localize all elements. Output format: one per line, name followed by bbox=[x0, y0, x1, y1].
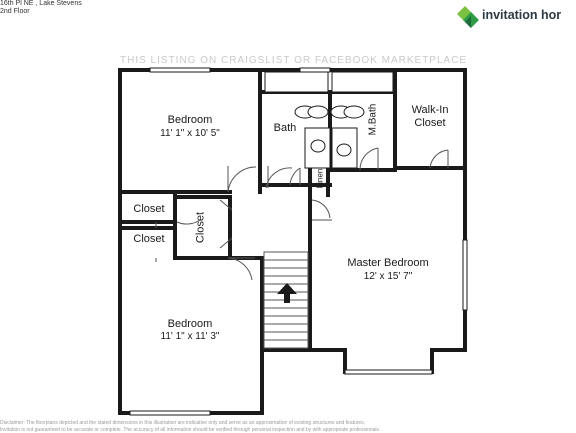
door-swing bbox=[311, 199, 331, 219]
watermark-text: THIS LISTING ON CRAIGSLIST OR FACEBOOK M… bbox=[120, 55, 468, 66]
door-swing bbox=[265, 167, 293, 189]
window bbox=[149, 67, 211, 73]
sink bbox=[336, 143, 352, 157]
door-swing bbox=[359, 147, 379, 171]
door-leaf bbox=[219, 237, 233, 249]
room-name-closet: Closet bbox=[133, 203, 165, 215]
window bbox=[344, 369, 433, 375]
disclaimer-line: Disclaimer: The floorplans depicted and … bbox=[0, 420, 366, 426]
room-dims-bedroom: 11' 1" x 10' 5" bbox=[160, 128, 220, 139]
door-swing bbox=[227, 166, 257, 193]
room-name-walkin-closet: Walk-In Closet bbox=[411, 104, 449, 129]
up-arrow-icon bbox=[277, 283, 297, 303]
window bbox=[129, 410, 211, 416]
room-dims-bedroom: 11' 1" x 11' 3" bbox=[160, 331, 220, 342]
address-text: 16th Pl NE , Lake Stevens bbox=[0, 0, 82, 7]
toilet bbox=[343, 105, 365, 119]
company-logo: invitation hor bbox=[455, 5, 576, 29]
logo-text: invitation hor bbox=[482, 8, 562, 22]
door-swing bbox=[289, 167, 301, 186]
door-leaf bbox=[219, 199, 233, 211]
green-diamond-logo-icon bbox=[457, 6, 479, 28]
bathtub bbox=[264, 71, 329, 93]
disclaimer-line: Invitation is not guaranteed to be accur… bbox=[0, 427, 381, 433]
door-swing bbox=[227, 257, 253, 281]
room-name-linen: Linen bbox=[315, 168, 325, 189]
toilet bbox=[307, 105, 329, 119]
window bbox=[299, 67, 331, 73]
room-name-closet: Closet bbox=[133, 233, 165, 245]
room-name-bedroom: Bedroom bbox=[167, 318, 213, 330]
sink bbox=[310, 139, 326, 153]
bathtub bbox=[331, 71, 394, 93]
room-dims-master-bedroom: 12' x 15' 7" bbox=[363, 271, 413, 282]
floor-label: 2nd Floor bbox=[0, 8, 30, 15]
room-name-hall-closet: Closet bbox=[194, 211, 207, 244]
door-swing bbox=[176, 219, 201, 225]
window bbox=[462, 239, 468, 311]
room-name-mbath: M.Bath bbox=[367, 103, 379, 136]
room-name-master-bedroom: Master Bedroom bbox=[347, 257, 429, 269]
room-name-bedroom: Bedroom bbox=[167, 114, 213, 126]
room-name-bath: Bath bbox=[273, 122, 297, 134]
door-swing bbox=[429, 149, 449, 169]
